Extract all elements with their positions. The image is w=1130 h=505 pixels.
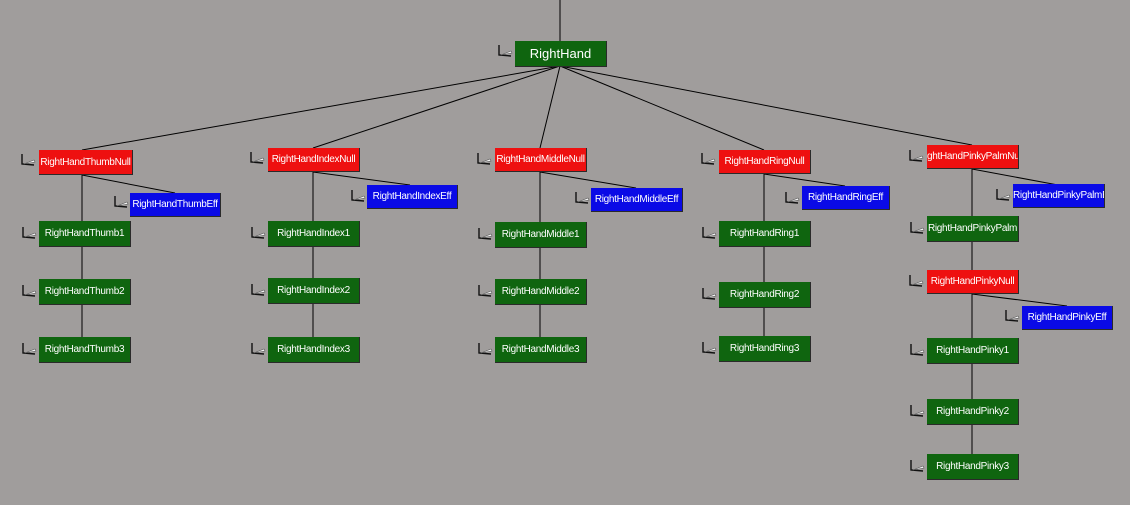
connection-line (971, 168, 1059, 186)
bone-icon (22, 285, 37, 297)
connection-line (539, 171, 637, 189)
node-pinky-palm-eff[interactable]: RightHandPinkyPalmEff (1013, 184, 1105, 208)
connection-line (312, 171, 411, 186)
bone-icon (785, 192, 800, 204)
bone-icon (702, 288, 717, 300)
connection-line (763, 173, 846, 187)
connection-line (312, 65, 561, 149)
node-index-null[interactable]: RightHandIndexNull (268, 148, 360, 172)
bone-icon (114, 196, 129, 208)
bone-icon (21, 154, 36, 166)
bone-icon (1005, 310, 1020, 322)
node-middle-3[interactable]: RightHandMiddle3 (495, 337, 587, 363)
connection-line (559, 65, 765, 151)
node-pinky-3[interactable]: RightHandPinky3 (927, 454, 1019, 480)
node-pinky-2[interactable]: RightHandPinky2 (927, 399, 1019, 425)
bone-icon (910, 344, 925, 356)
node-thumb-2[interactable]: RightHandThumb2 (39, 279, 131, 305)
node-ring-3[interactable]: RightHandRing3 (719, 336, 811, 362)
node-pinky-null[interactable]: RightHandPinkyNull (927, 270, 1019, 294)
node-index-1[interactable]: RightHandIndex1 (268, 221, 360, 247)
bone-icon (910, 222, 925, 234)
connection-line (971, 293, 1068, 307)
bone-icon (22, 343, 37, 355)
connection-line (81, 174, 176, 194)
bone-icon (575, 192, 590, 204)
node-middle-eff[interactable]: RightHandMiddleEff (591, 188, 683, 212)
node-ring-1[interactable]: RightHandRing1 (719, 221, 811, 247)
bone-icon (701, 153, 716, 165)
node-ring-2[interactable]: RightHandRing2 (719, 282, 811, 308)
connection-line (81, 65, 561, 151)
node-pinky-1[interactable]: RightHandPinky1 (927, 338, 1019, 364)
bone-icon (22, 227, 37, 239)
bone-icon (477, 153, 492, 165)
node-pinky-palm-null[interactable]: ghtHandPinkyPalmNu (927, 145, 1019, 169)
node-thumb-null[interactable]: RightHandThumbNull (39, 150, 133, 175)
bone-icon (251, 343, 266, 355)
node-thumb-eff[interactable]: RightHandThumbEff (130, 193, 221, 217)
bone-icon (478, 228, 493, 240)
bone-icon (478, 343, 493, 355)
node-ring-null[interactable]: RightHandRingNull (719, 150, 811, 174)
bone-icon (251, 284, 266, 296)
node-index-2[interactable]: RightHandIndex2 (268, 278, 360, 304)
node-middle-2[interactable]: RightHandMiddle2 (495, 279, 587, 305)
node-middle-1[interactable]: RightHandMiddle1 (495, 222, 587, 248)
bone-icon (702, 227, 717, 239)
bone-icon (250, 152, 265, 164)
bone-icon (702, 342, 717, 354)
connection-line (559, 65, 973, 146)
bone-icon (909, 275, 924, 287)
bone-icon (910, 405, 925, 417)
bone-icon (251, 227, 266, 239)
bone-icon (910, 460, 925, 472)
node-thumb-3[interactable]: RightHandThumb3 (39, 337, 131, 363)
node-right-hand[interactable]: RightHand (515, 41, 607, 67)
bone-icon (478, 285, 493, 297)
connection-line (539, 65, 561, 149)
node-pinky-eff[interactable]: RightHandPinkyEff (1022, 306, 1113, 330)
node-index-eff[interactable]: RightHandIndexEff (367, 185, 458, 209)
node-middle-null[interactable]: RightHandMiddleNull (495, 148, 587, 172)
bone-icon (996, 189, 1011, 201)
node-ring-eff[interactable]: RightHandRingEff (802, 186, 890, 210)
node-pinky-palm[interactable]: RightHandPinkyPalm (927, 216, 1019, 242)
node-thumb-1[interactable]: RightHandThumb1 (39, 221, 131, 247)
bone-icon (351, 190, 366, 202)
bone-icon (909, 150, 924, 162)
node-index-3[interactable]: RightHandIndex3 (268, 337, 360, 363)
bone-icon (498, 45, 513, 57)
